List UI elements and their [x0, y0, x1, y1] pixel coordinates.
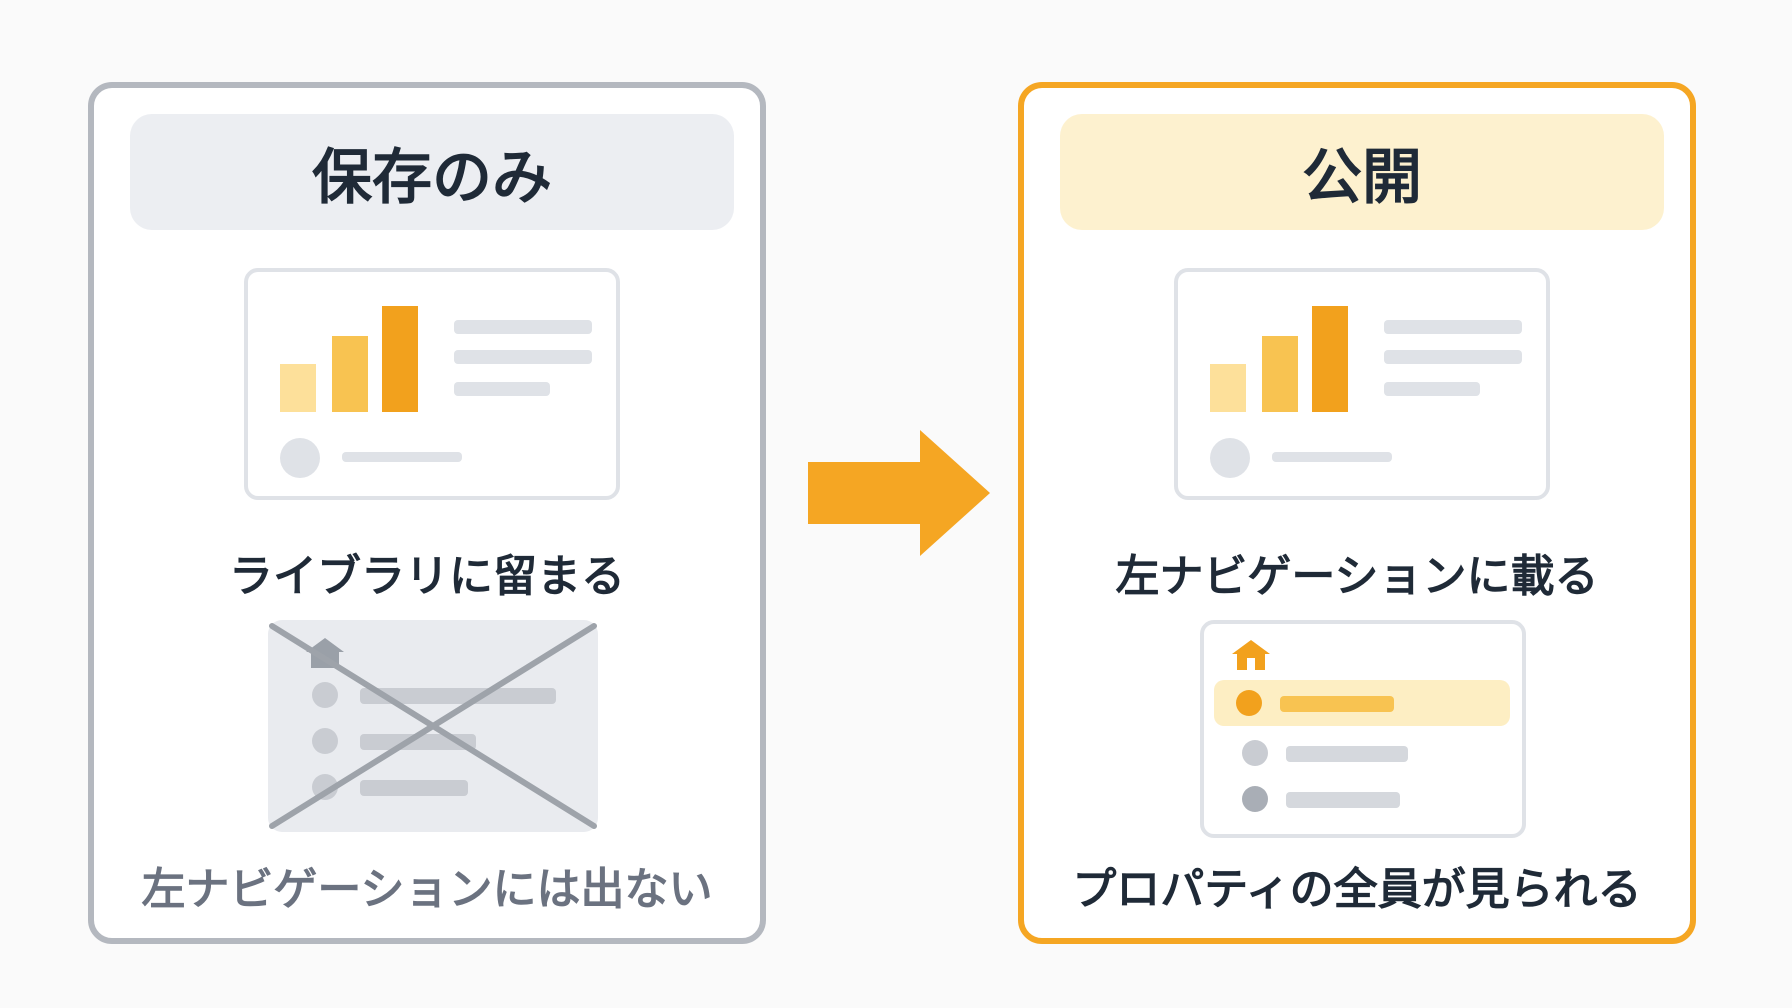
text-placeholder-line — [1384, 320, 1522, 334]
caption-not-in-left-nav: 左ナビゲーションには出ない — [141, 864, 713, 915]
nav-dot — [312, 682, 338, 708]
nav-line — [1286, 792, 1400, 808]
chart-bar-medium — [1262, 336, 1298, 412]
home-icon — [1232, 640, 1270, 670]
panel-title-save-only: 保存のみ — [130, 114, 734, 230]
nav-line — [360, 780, 468, 796]
chart-bar-small — [1210, 364, 1246, 412]
nav-row — [268, 674, 598, 716]
panel-title-publish: 公開 — [1060, 114, 1664, 230]
caption-appears-in-left-nav: 左ナビゲーションに載る — [1115, 551, 1599, 602]
arrow-right-icon — [808, 430, 990, 556]
text-placeholder-line — [454, 382, 550, 396]
chart-bar-small — [280, 364, 316, 412]
nav-row-active — [1214, 680, 1510, 726]
panel-save-only: 保存のみ ライブラリに留まる 左ナビゲーションには出な — [88, 82, 766, 944]
caption-stays-in-library: ライブラリに留まる — [229, 551, 625, 602]
text-placeholder-line — [454, 320, 592, 334]
nav-dot — [1242, 786, 1268, 812]
chart-bar-medium — [332, 336, 368, 412]
nav-row — [1204, 732, 1522, 774]
nav-thumbnail-published — [1200, 620, 1526, 838]
nav-line — [1286, 746, 1408, 762]
panel-publish: 公開 左ナビゲーションに載る プロパティの全員が見られる — [1018, 82, 1696, 944]
text-placeholder-line — [454, 350, 592, 364]
text-placeholder-line — [1384, 382, 1480, 396]
chart-bar-large — [382, 306, 418, 412]
avatar-placeholder — [280, 438, 320, 478]
text-placeholder-line — [1384, 350, 1522, 364]
caption-visible-to-everyone: プロパティの全員が見られる — [1072, 864, 1642, 915]
avatar-placeholder — [1210, 438, 1250, 478]
nav-thumbnail-disabled — [268, 620, 598, 832]
nav-line-active — [1280, 696, 1394, 712]
report-card-thumbnail — [244, 268, 620, 500]
report-card-thumbnail — [1174, 268, 1550, 500]
nav-dot — [312, 728, 338, 754]
nav-row — [1204, 778, 1522, 820]
nav-line — [360, 688, 556, 704]
cross-out-icon — [269, 623, 597, 829]
author-placeholder-line — [1272, 452, 1392, 462]
nav-dot-active — [1236, 690, 1262, 716]
author-placeholder-line — [342, 452, 462, 462]
home-icon — [306, 638, 344, 668]
nav-dot — [1242, 740, 1268, 766]
chart-bar-large — [1312, 306, 1348, 412]
